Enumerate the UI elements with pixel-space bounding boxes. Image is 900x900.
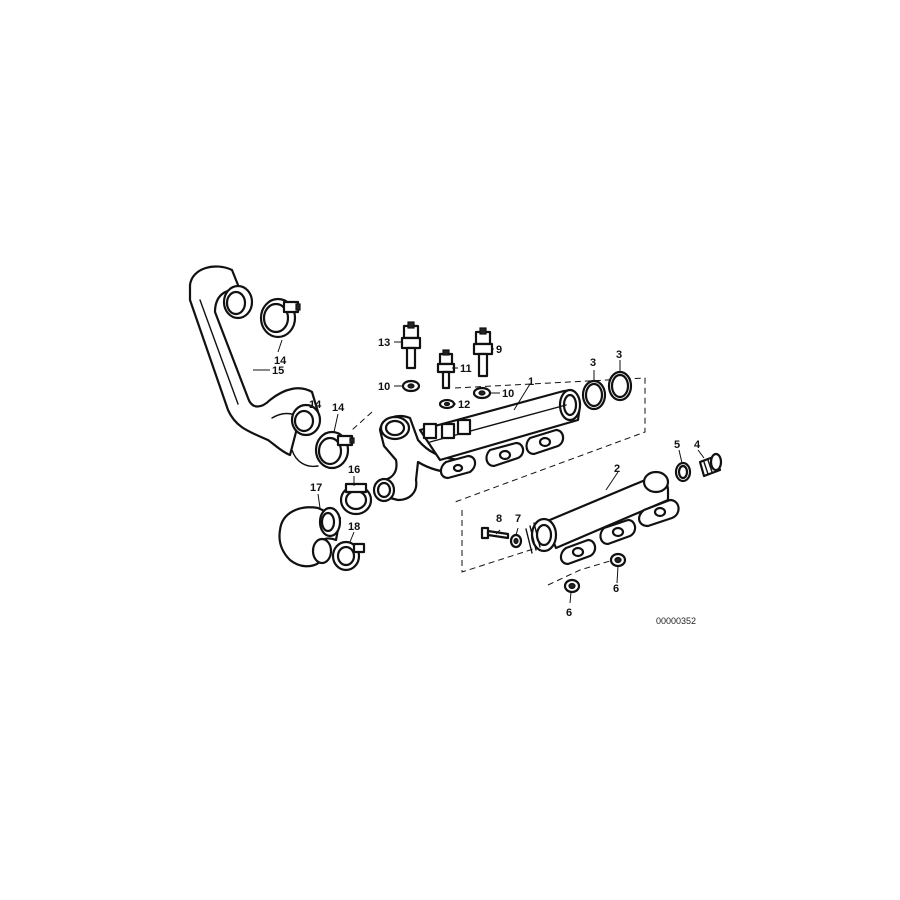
callout-13: 13 [378, 337, 390, 349]
callout-18: 18 [348, 521, 360, 533]
callout-8: 8 [496, 513, 502, 525]
assembly-boundaries [351, 377, 646, 586]
washer-10-left [401, 379, 421, 393]
callout-3-left: 3 [590, 357, 596, 369]
washer-12 [438, 398, 456, 410]
callout-4: 4 [694, 439, 701, 451]
callout-14-upper: 14 [274, 355, 287, 367]
clamp-16 [339, 482, 373, 516]
callout-11: 11 [460, 363, 472, 375]
callout-6-right: 6 [613, 583, 619, 595]
elbow-hose-17 [278, 506, 342, 568]
callout-14-middle: 14 [309, 399, 322, 411]
washer-6-right [609, 552, 627, 568]
callout-17: 17 [310, 482, 322, 494]
leader-lines [253, 339, 705, 604]
callout-7: 7 [515, 513, 521, 525]
y-pipe-connector [372, 414, 464, 503]
o-ring-3-left [581, 379, 607, 411]
callout-1: 1 [528, 376, 534, 388]
seal-5 [674, 461, 692, 483]
diagram-reference-number: 00000352 [656, 616, 696, 626]
washer-10-right [472, 386, 492, 400]
callout-6-left: 6 [566, 607, 572, 619]
callout-5: 5 [674, 439, 680, 451]
callout-9: 9 [496, 344, 502, 356]
callouts: 1 2 3 3 4 5 6 6 7 8 9 10 10 11 12 13 14 … [272, 337, 701, 619]
bolt-8 [480, 526, 510, 540]
hose-clamp-14-upper [259, 297, 301, 339]
coolant-rail-1 [418, 388, 582, 480]
callout-14-lower: 14 [332, 402, 345, 414]
callout-12: 12 [458, 399, 470, 411]
callout-10-right: 10 [502, 388, 514, 400]
callout-2: 2 [614, 463, 620, 475]
washer-6-left [563, 578, 581, 594]
sensor-13 [400, 321, 422, 370]
hose-clamp-14-lower [314, 430, 355, 470]
plug-4 [698, 452, 723, 478]
sensor-11 [436, 349, 456, 390]
callout-16: 16 [348, 464, 360, 476]
hose-15 [188, 265, 322, 468]
callout-3-right: 3 [616, 349, 622, 361]
coolant-rail-2 [525, 470, 680, 566]
callout-10-left: 10 [378, 381, 390, 393]
clamp-18 [331, 540, 366, 572]
callout-15: 15 [272, 365, 284, 377]
washer-7 [509, 533, 523, 549]
o-ring-3-right [607, 370, 633, 402]
sensor-9 [472, 327, 494, 378]
